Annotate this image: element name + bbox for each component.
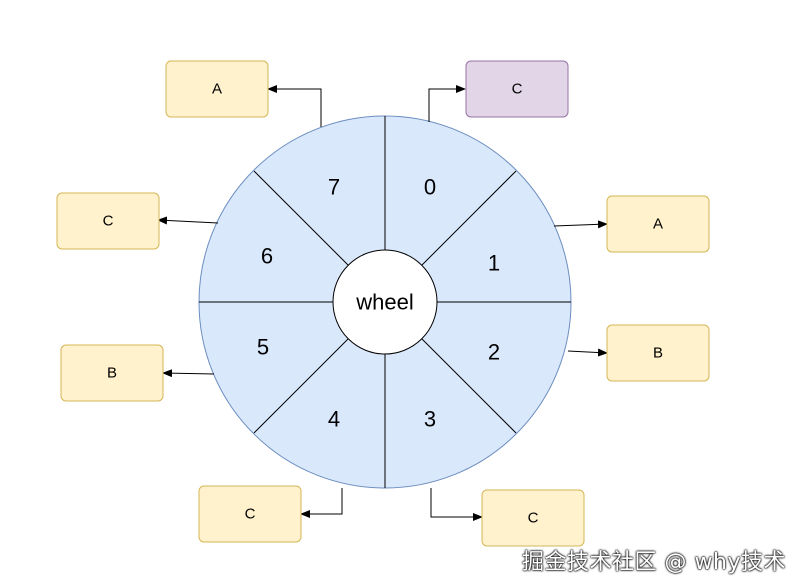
divider-bottom-left [253, 338, 349, 434]
connector-slot-6 [157, 216, 219, 225]
connector-slot-3 [430, 488, 483, 521]
connector-slot-5 [162, 369, 215, 378]
slot-label-1: 1 [488, 251, 500, 276]
watermark-text: 掘金技术社区 @ why技术 [522, 550, 786, 575]
task-box-slot-0[interactable]: C [465, 60, 569, 118]
task-box-slot-1[interactable]: A [606, 195, 710, 253]
slot-label-7: 7 [328, 175, 340, 200]
task-boxes: A C C A B B C [56, 60, 710, 547]
slot-labels: 0 1 2 3 4 5 6 7 [257, 175, 500, 432]
connector-slot-4 [300, 488, 343, 518]
task-box-slot-3[interactable]: C [481, 489, 585, 547]
slot-label-5: 5 [257, 335, 269, 360]
task-box-slot-7[interactable]: A [165, 60, 269, 118]
task-box-slot-2[interactable]: B [606, 324, 710, 382]
task-box-slot-6[interactable]: C [56, 192, 160, 250]
slot-label-4: 4 [328, 407, 340, 432]
task-label: C [512, 81, 523, 98]
connector-slot-0 [428, 85, 466, 122]
divider-top-left [253, 170, 349, 266]
task-box-slot-5[interactable]: B [60, 344, 164, 402]
task-label: A [653, 216, 663, 233]
divider-top-right [421, 170, 517, 266]
task-label: B [653, 345, 663, 362]
connector-slot-2 [567, 348, 608, 357]
slot-label-3: 3 [424, 407, 436, 432]
divider-bottom-right [421, 338, 517, 434]
slot-dividers [199, 116, 571, 488]
task-label: C [245, 506, 256, 523]
slot-label-0: 0 [424, 175, 436, 200]
task-box-slot-4[interactable]: C [198, 485, 302, 543]
connectors [157, 85, 608, 521]
task-label: B [107, 365, 117, 382]
task-label: A [212, 81, 222, 98]
task-label: C [103, 213, 114, 230]
slot-label-2: 2 [488, 340, 500, 365]
connector-slot-7 [267, 85, 322, 127]
wheel-hub [332, 249, 438, 355]
task-label: C [528, 510, 539, 527]
wheel-hub-label: wheel [355, 290, 413, 315]
connector-slot-1 [553, 220, 608, 229]
slot-label-6: 6 [261, 244, 273, 269]
